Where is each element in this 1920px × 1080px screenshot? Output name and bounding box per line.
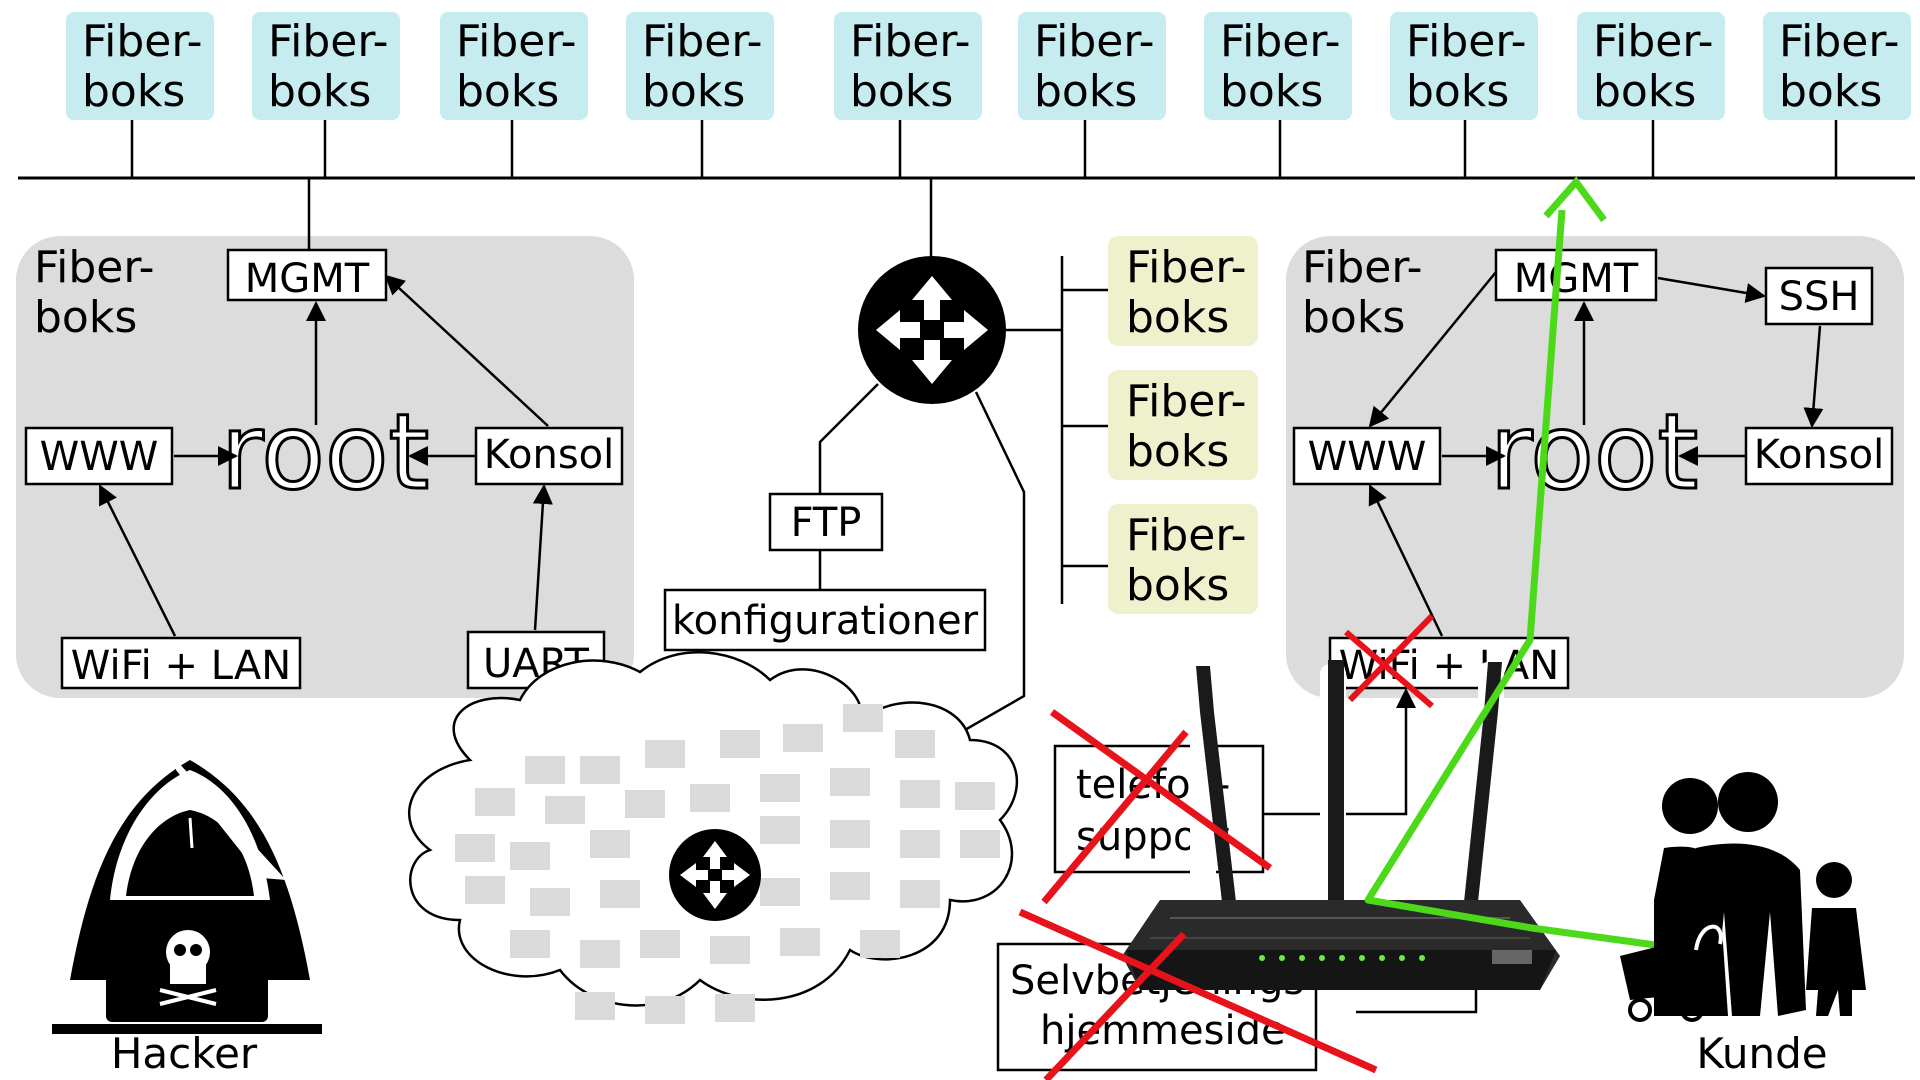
fiber-box-label-2: boks [1220, 66, 1323, 117]
fiber-box-label-2: boks [850, 66, 953, 117]
hacker-icon [52, 760, 322, 1034]
fiber-box-label-2: boks [268, 66, 371, 117]
fiber-box-label-1: Fiber- [642, 16, 762, 67]
fiber-box-label-1: Fiber- [1126, 376, 1246, 427]
attack-path [1364, 176, 1707, 956]
fiber-box-label-2: boks [1779, 66, 1882, 117]
fiber-box: Fiber- boks [1763, 12, 1911, 178]
fiber-box-label-1: Fiber- [1779, 16, 1899, 67]
home-router-device [1122, 660, 1560, 990]
right-www-label: WWW [1308, 434, 1427, 480]
right-device-title-2: boks [1302, 292, 1405, 343]
right-konsol-label: Konsol [1754, 432, 1885, 478]
fiber-box-label-2: boks [642, 66, 745, 117]
fiber-box: Fiber- boks [626, 12, 774, 178]
fiber-box-label-2: boks [1126, 292, 1229, 343]
left-device-title-1: Fiber- [34, 242, 154, 293]
fiber-box: Fiber- boks [834, 12, 982, 178]
left-root-label: root [221, 391, 430, 513]
left-mgmt-label: MGMT [245, 256, 370, 302]
fiber-box-label-1: Fiber- [456, 16, 576, 67]
fiber-box: Fiber- boks [1108, 236, 1258, 346]
fiber-box: Fiber- boks [1577, 12, 1725, 178]
left-device-title-2: boks [34, 292, 137, 343]
side-fiber-boxes: Fiber- boks Fiber- boks Fiber- boks [1108, 236, 1258, 614]
left-konsol-label: Konsol [484, 432, 615, 478]
family-icon [1620, 772, 1866, 1022]
config-label: konfigurationer [672, 598, 979, 644]
fiber-box-label-2: boks [1034, 66, 1137, 117]
right-device-title-1: Fiber- [1302, 242, 1422, 293]
fiber-box-label-2: boks [1126, 560, 1229, 611]
right-ssh-label: SSH [1779, 274, 1860, 320]
ftp-label: FTP [791, 500, 862, 546]
right-device-panel: Fiber- boks MGMT SSH WWW root Konsol WiF… [1262, 236, 1904, 1014]
central-router-group: FTP konfigurationer [663, 178, 1108, 860]
fiber-box: Fiber- boks [252, 12, 400, 178]
fiber-box: Fiber- boks [66, 12, 214, 178]
fiber-box-label-1: Fiber- [1220, 16, 1340, 67]
router-icon [858, 256, 1006, 404]
fiber-box-label-2: boks [1126, 426, 1229, 477]
left-device-panel: Fiber- boks MGMT WWW root Konsol WiFi + … [16, 178, 634, 698]
fiber-box-label-1: Fiber- [82, 16, 202, 67]
fiber-box-label-1: Fiber- [1126, 510, 1246, 561]
fiber-box-label-2: boks [456, 66, 559, 117]
hacker-label: Hacker [111, 1029, 258, 1078]
fiber-box-label-1: Fiber- [268, 16, 388, 67]
fiber-box-label-1: Fiber- [850, 16, 970, 67]
fiber-box-label-2: boks [82, 66, 185, 117]
fiber-box-label-2: boks [1406, 66, 1509, 117]
right-root-label: root [1490, 391, 1699, 513]
fiber-box: Fiber- boks [1390, 12, 1538, 178]
fiber-box-label-2: boks [1593, 66, 1696, 117]
fiber-box: Fiber- boks [1018, 12, 1166, 178]
left-wifi-label: WiFi + LAN [71, 643, 291, 689]
internet-cloud [408, 651, 1018, 1024]
left-www-label: WWW [40, 434, 159, 480]
cross-marks [1018, 709, 1378, 1080]
fiber-box: Fiber- boks [1108, 370, 1258, 480]
fiber-box: Fiber- boks [1108, 504, 1258, 614]
fiber-box-label-1: Fiber- [1126, 242, 1246, 293]
top-fiber-boxes: Fiber- boks Fiber- boks Fiber- boks Fibe… [66, 12, 1911, 178]
fiber-box: Fiber- boks [1204, 12, 1352, 178]
fiber-box-label-1: Fiber- [1406, 16, 1526, 67]
fiber-box-label-1: Fiber- [1593, 16, 1713, 67]
router-icon [669, 829, 761, 921]
fiber-box-label-1: Fiber- [1034, 16, 1154, 67]
fiber-box: Fiber- boks [440, 12, 588, 178]
right-mgmt-label: MGMT [1514, 256, 1639, 302]
customer-label: Kunde [1696, 1029, 1827, 1078]
